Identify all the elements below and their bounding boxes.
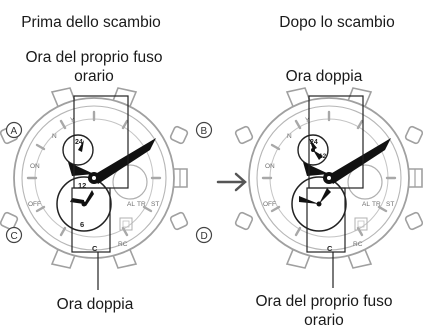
dial-mark-rc-after: RC <box>353 241 363 248</box>
dial-mark-off: OFF <box>28 201 41 208</box>
watch-after: ON OFF RC AL TR ST N Y T 24 12 C <box>233 86 423 288</box>
before-heading: Prima dello scambio <box>21 14 161 31</box>
dial-mark-on-after: ON <box>265 163 275 170</box>
dual-time-callout-box <box>71 187 111 253</box>
dial-mark-on: ON <box>30 163 40 170</box>
dial-mark-c: C <box>92 244 98 253</box>
after-home-time-label-line2: orario <box>304 312 344 329</box>
swap-arrow <box>216 172 247 192</box>
dial-mark-st: ST <box>151 201 159 208</box>
upper-subdial-24-after: 24 <box>310 139 318 146</box>
button-c-label: C <box>11 231 18 242</box>
before-home-time-label-line1: Ora del proprio fuso <box>25 49 163 66</box>
button-d-label: D <box>201 231 208 242</box>
lower-dial-6: 6 <box>80 220 84 229</box>
dial-mark-c-after: C <box>327 244 333 253</box>
before-home-time-label-line2: orario <box>74 68 114 85</box>
dial-mark-y-after: Y <box>305 117 310 124</box>
dial-mark-tr: TR <box>137 201 146 208</box>
after-dual-time-label: Ora doppia <box>285 68 363 85</box>
after-home-time-label-line1: Ora del proprio fuso <box>255 293 393 310</box>
button-b-label: B <box>201 126 208 137</box>
button-b-badge <box>195 121 213 139</box>
after-heading: Dopo lo scambio <box>279 14 395 31</box>
before-dual-time-label: Ora doppia <box>56 296 134 313</box>
lower-dial-12: 12 <box>78 181 86 190</box>
dial-mark-off-after: OFF <box>263 201 276 208</box>
dial-mark-tr-after: TR <box>372 201 381 208</box>
dial-mark-n-after: N <box>287 133 292 140</box>
upper-subdial-12-after: 12 <box>319 153 327 160</box>
after-home-time-callout-box <box>306 187 346 253</box>
dial-mark-n: N <box>52 133 57 140</box>
dial-mark-al: AL <box>127 201 135 208</box>
dial-mark-al-after: AL <box>362 201 370 208</box>
dial-mark-rc: RC <box>118 241 128 248</box>
button-labels-before: A B C D <box>5 121 213 244</box>
dial-mark-st-after: ST <box>386 201 394 208</box>
button-a-badge <box>5 121 23 139</box>
upper-subdial-24: 24 <box>75 139 83 146</box>
dial-mark-y: Y <box>70 117 75 124</box>
button-d-badge <box>195 226 213 244</box>
button-c-badge <box>5 226 23 244</box>
watch-before: ON OFF RC AL TR ST N Y T 24 12 6 C <box>0 86 190 290</box>
button-a-label: A <box>11 126 18 137</box>
